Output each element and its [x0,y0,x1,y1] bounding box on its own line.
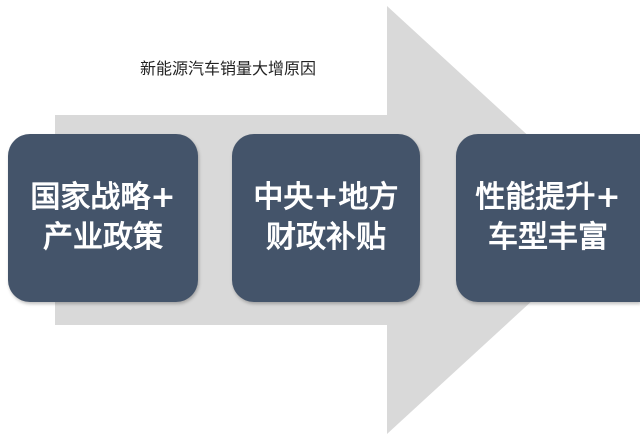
reason-box-line: 财政补贴 [266,220,386,255]
reason-box-fiscal-subsidy: 中央+地方 财政补贴 [232,134,420,302]
diagram-title: 新能源汽车销量大增原因 [140,59,317,78]
reason-box-line: 中央+地方 [253,180,399,215]
reason-box-line: 性能提升+ [475,180,621,215]
reason-box-performance-models: 性能提升+ 车型丰富 [456,134,640,302]
reason-box-line: 国家战略+ [30,180,176,215]
reason-box-line: 车型丰富 [488,220,608,255]
reason-box-national-strategy: 国家战略+ 产业政策 [8,134,198,302]
reason-box-line: 产业政策 [43,220,163,255]
